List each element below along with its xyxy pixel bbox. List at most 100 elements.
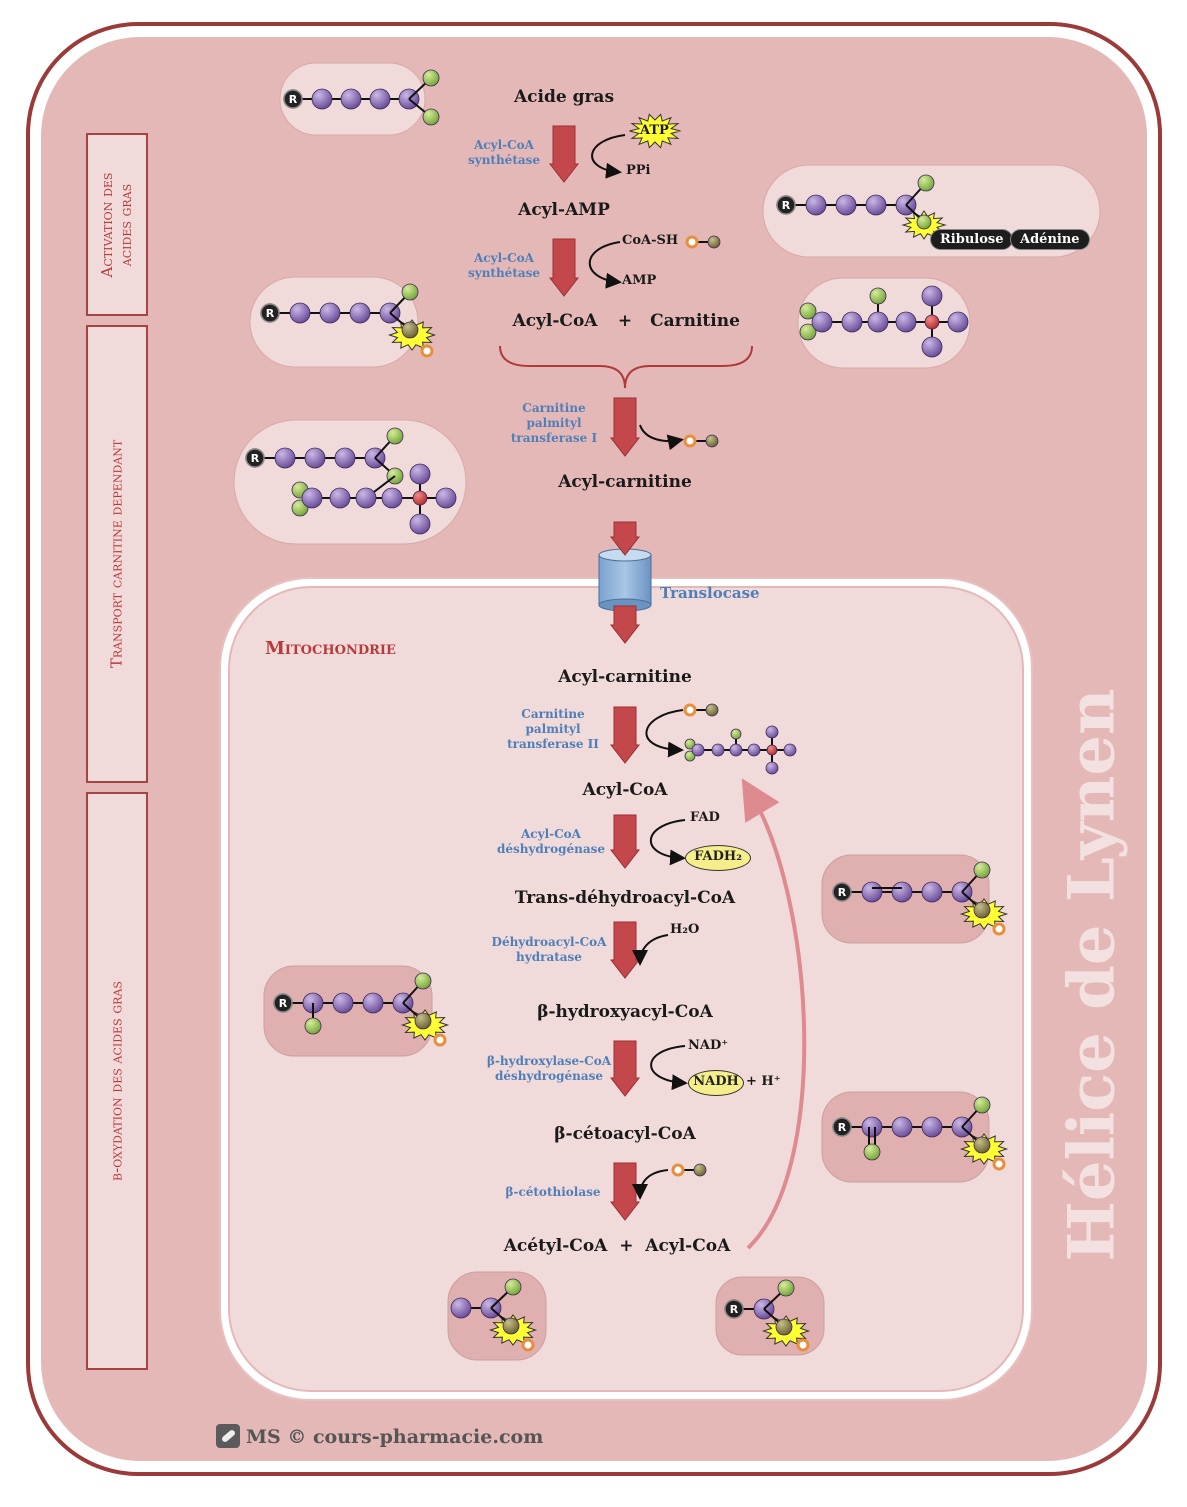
r-group-label: R [289,93,298,106]
enzyme-line: palmityl [526,416,582,430]
cofactor-curve-arrow [632,1169,669,1200]
mitochondrie-label: Mitochondrie [265,638,396,659]
oxygen-atom [386,427,404,445]
oxygen-atom [917,174,935,192]
sulfur-atom [401,321,419,339]
r-group-label: R [266,307,275,320]
metabolite-carnitine: Carnitine [650,311,740,331]
side-label-transport: Transport carnitine dependant [107,439,126,669]
carbon-atom [861,881,883,903]
oxygen-atom [414,972,432,990]
carbon-atom [921,336,943,358]
cofactor-curve-arrow [650,819,686,866]
reaction-arrow [609,521,641,556]
oxygen-atom [401,283,419,301]
carbon-atom [841,311,863,333]
carbon-atom [765,761,779,775]
reaction-arrow [609,397,641,457]
carbon-atom [311,88,333,110]
r-group-label: R [251,452,260,465]
reaction-arrow [609,1040,641,1097]
carbon-atom [435,487,457,509]
carbon-atom [765,725,779,739]
carbon-atom [691,743,705,757]
r-group-atom [832,1117,852,1137]
sulfur-atom [693,1163,707,1177]
carbon-atom [867,311,889,333]
carbon-atom [835,194,857,216]
enzyme-line: Acyl-CoA [521,827,581,841]
metabolite-acyl-coa-matrix: Acyl-CoA [582,780,668,800]
coa-ring [992,922,1006,936]
r-group-atom [724,1299,744,1319]
coa-ring [683,434,697,448]
side-panel-oxidation: β-oxydation des acides gras [86,792,148,1370]
carbon-atom [747,743,761,757]
metabolite-acyl-coa: Acyl-CoA [512,311,598,331]
carbon-atom [811,311,833,333]
r-group-label: R [730,1303,739,1316]
side-label-activation-line2: acides gras [117,183,135,266]
carbon-atom [450,1297,472,1319]
ribulose-pill: Ribulose [930,229,1014,250]
coa-ring [671,1163,685,1177]
carbon-atom [921,285,943,307]
sulfur-atom [775,1318,793,1336]
cofactor-hplus: + H⁺ [746,1074,781,1089]
side-panel-transport: Transport carnitine dependant [86,325,148,783]
r-group-atom [260,303,280,323]
metabolite-beta-cetoacyl-coa: β-cétoacyl-CoA [554,1124,696,1144]
cofactor-ppi: PPi [626,163,651,178]
carbon-atom [340,88,362,110]
enzyme-line: synthétase [467,266,541,280]
cofactor-atp: ATP [640,123,669,138]
oxygen-atom [973,1096,991,1114]
nitrogen-atom [924,314,940,330]
plus-sign: + [617,311,633,331]
nitrogen-atom [766,744,778,756]
coa-ring [521,1338,535,1352]
cofactor-fad: FAD [690,810,720,825]
cofactor-nad: NAD⁺ [688,1038,729,1053]
carbon-atom [381,487,403,509]
enzyme-line: transferase I [510,431,598,445]
carbon-atom [729,743,743,757]
carbon-atom [349,302,371,324]
sulfur-atom [705,434,719,448]
enzyme-line: Carnitine [522,401,586,415]
carbon-atom [921,1116,943,1138]
cofactor-h2o: H₂O [670,922,700,937]
enzyme-line: β-cétothiolase [505,1185,601,1199]
coa-ring [685,235,699,249]
reaction-arrow [548,125,580,183]
carbon-atom [861,1116,883,1138]
oxygen-atom [422,69,440,87]
enzyme-line: Acyl-CoA [473,251,534,265]
cofactor-curve-arrow [591,134,626,179]
carbon-atom [304,447,326,469]
sulfur-atom [705,703,719,717]
oxygen-atom [684,738,696,750]
oxygen-atom [799,323,817,341]
cofactor-curve-arrow [632,934,669,966]
carbon-atom [891,881,913,903]
carbon-atom [895,311,917,333]
carbon-atom [355,487,377,509]
helice-de-lynen-label: Hélice de Lynen [1054,688,1130,1262]
translocase-channel [598,548,652,612]
carbon-atom [409,513,431,535]
oxygen-atom [730,728,742,740]
reaction-arrow [609,1162,641,1221]
cofactor-curve-arrow [639,424,684,451]
metabolite-acyl-carnitine-matrix: Acyl-carnitine [558,667,692,687]
cofactor-curve-arrow [645,709,684,758]
atp-burst-icon [629,113,681,149]
carbon-atom [805,194,827,216]
coa-ring [683,703,697,717]
reaction-arrow [609,605,641,644]
